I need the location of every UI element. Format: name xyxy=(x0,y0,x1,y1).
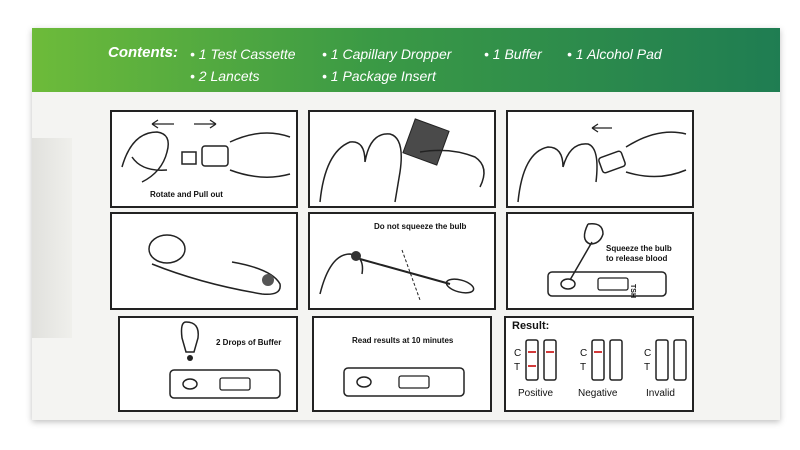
rotate-pull-illustration xyxy=(121,119,291,183)
contents-item: • 1 Package Insert xyxy=(322,68,436,84)
box-flap xyxy=(32,138,72,338)
step5-caption: Do not squeeze the bulb xyxy=(374,222,467,231)
dropper-collect-illustration xyxy=(319,249,475,301)
negative-label: Negative xyxy=(578,388,618,399)
step-panel-5: Do not squeeze the bulb xyxy=(308,212,496,310)
contents-label: Contents: xyxy=(108,44,178,61)
step-panel-4 xyxy=(110,212,298,310)
positive-label: Positive xyxy=(518,388,554,399)
result-panel: Result: C T C T C T Positive Negative xyxy=(504,316,694,412)
contents-item: • 2 Lancets xyxy=(190,68,260,84)
c-letter: C xyxy=(514,348,522,359)
result-title: Result: xyxy=(512,320,550,332)
squeeze-dropper-illustration xyxy=(547,222,667,297)
step-panel-3 xyxy=(506,110,694,208)
t-letter: T xyxy=(644,362,651,373)
contents-item: • 1 Alcohol Pad xyxy=(567,46,662,62)
contents-band: Contents: • 1 Test Cassette • 1 Capillar… xyxy=(32,28,780,92)
step7-caption: 2 Drops of Buffer xyxy=(216,338,282,347)
c-letter: C xyxy=(644,348,652,359)
contents-item: • 1 Buffer xyxy=(484,46,542,62)
step1-caption: Rotate and Pull out xyxy=(150,190,223,199)
contents-item: • 1 Capillary Dropper xyxy=(322,46,452,62)
alcohol-pad-illustration xyxy=(319,118,485,203)
step6-caption-line1: Squeeze the bulb xyxy=(606,244,672,253)
step8-caption: Read results at 10 minutes xyxy=(352,336,454,345)
step6-caption-line2: to release blood xyxy=(606,254,668,263)
step-panel-1: Rotate and Pull out xyxy=(110,110,298,208)
step-panel-2 xyxy=(308,110,496,208)
package-box: Contents: • 1 Test Cassette • 1 Capillar… xyxy=(32,28,780,420)
t-letter: T xyxy=(514,362,521,373)
result-cassettes xyxy=(525,339,687,381)
lancet-illustration xyxy=(517,123,687,203)
invalid-label: Invalid xyxy=(646,388,675,399)
step-panel-7: 2 Drops of Buffer xyxy=(118,316,298,412)
contents-item: • 1 Test Cassette xyxy=(190,46,296,62)
step-panel-8: Read results at 10 minutes xyxy=(312,316,492,412)
buffer-drops-illustration xyxy=(169,321,281,399)
t-letter: T xyxy=(580,362,587,373)
c-letter: C xyxy=(580,348,588,359)
read-result-illustration xyxy=(343,367,465,397)
step-panel-6: Squeeze the bulb to release blood TSH xyxy=(506,212,694,310)
cassette-label: TSH xyxy=(629,284,636,298)
finger-prick-illustration xyxy=(148,234,281,296)
